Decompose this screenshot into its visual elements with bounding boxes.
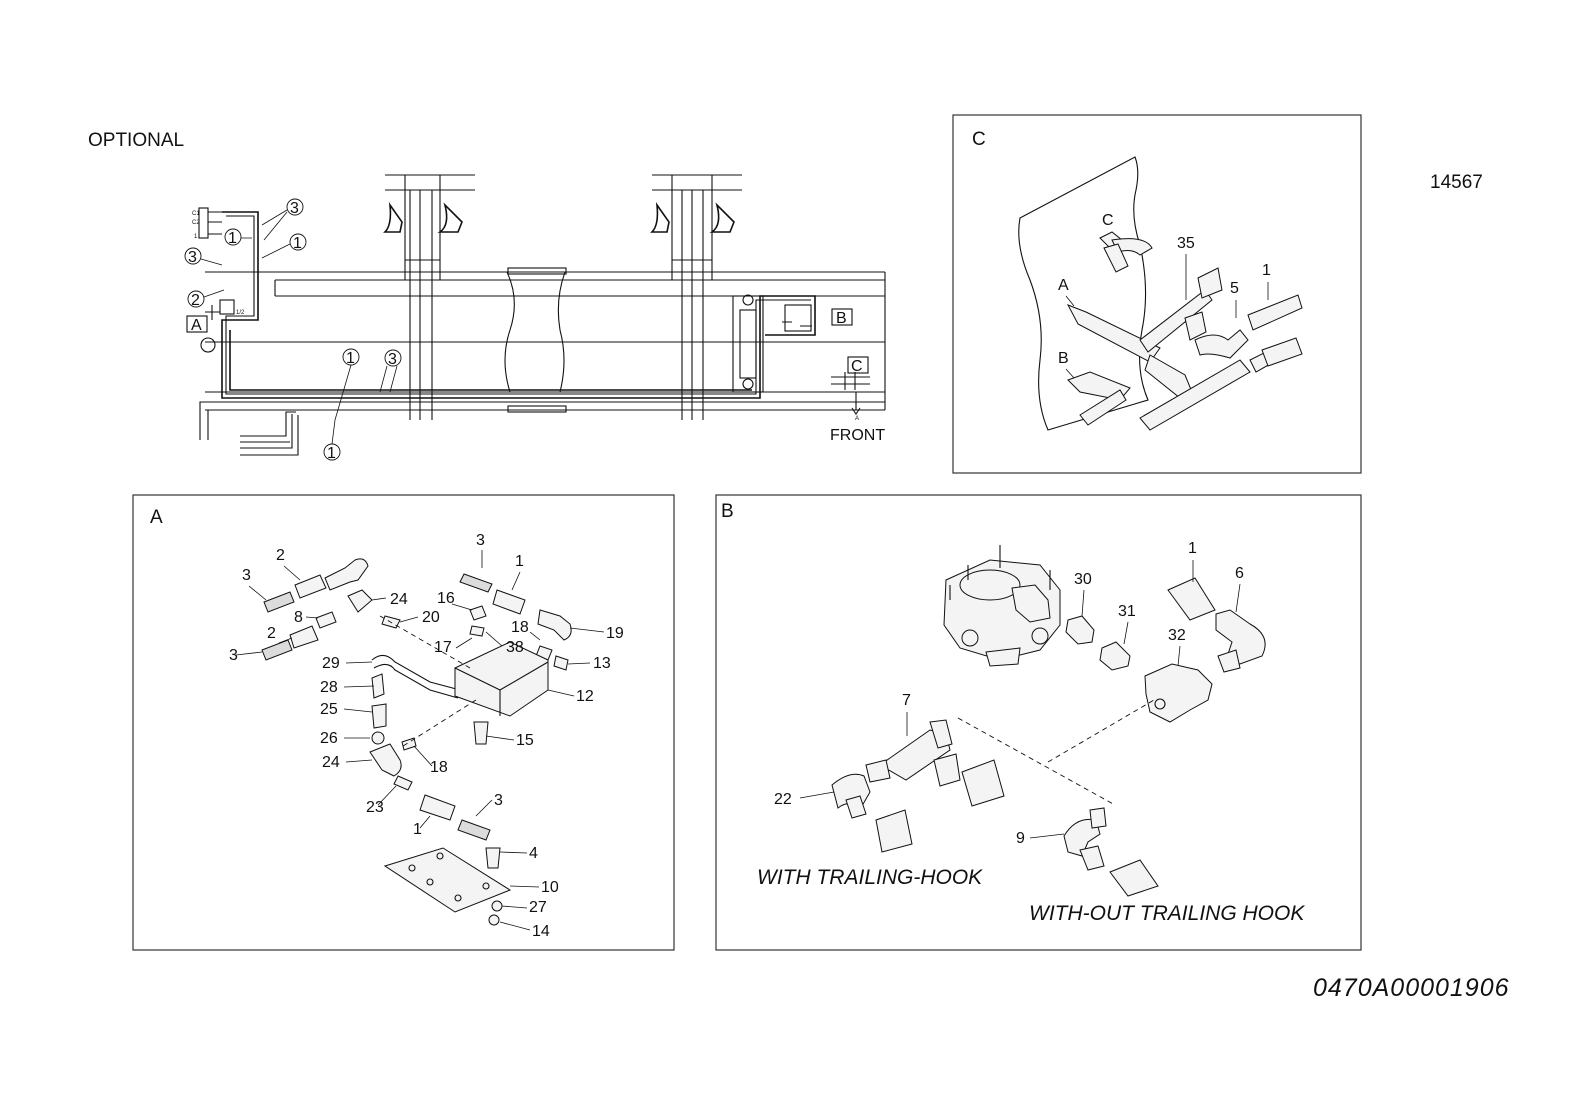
a-label-18a: 18 xyxy=(511,619,529,636)
b-label-31: 31 xyxy=(1118,603,1136,620)
panel-a-title: A xyxy=(150,507,163,528)
panel-c: C C 35 1 5 A B xyxy=(952,114,1362,474)
c-label-a: A xyxy=(1058,277,1069,294)
a-label-12: 12 xyxy=(576,688,594,705)
circle-1-bottom: 1 xyxy=(327,445,336,462)
a-label-3b: 3 xyxy=(229,647,238,664)
a-label-20: 20 xyxy=(422,609,440,626)
c-label-c: C xyxy=(1102,212,1114,229)
a-label-2b: 2 xyxy=(267,625,276,642)
a-label-8: 8 xyxy=(294,609,303,626)
a-label-15: 15 xyxy=(516,732,534,749)
a-label-2a: 2 xyxy=(276,547,285,564)
a-label-24b: 24 xyxy=(322,754,340,771)
a-label-3d: 3 xyxy=(494,792,503,809)
c-label-1: 1 xyxy=(1262,262,1271,279)
callout-c-box: C xyxy=(851,358,863,375)
a-label-38: 38 xyxy=(506,639,524,656)
a-label-14: 14 xyxy=(532,923,550,940)
svg-text:C2: C2 xyxy=(192,220,200,226)
a-label-17: 17 xyxy=(434,639,452,656)
panel-a: A xyxy=(132,494,675,951)
c-label-5: 5 xyxy=(1230,280,1239,297)
b-label-7: 7 xyxy=(902,692,911,709)
svg-text:A: A xyxy=(855,416,859,422)
chassis-overview: C1 C2 1 1/2 A FRONT A B C 3 1 1 3 2 1 3 xyxy=(184,174,886,462)
circle-3-top: 3 xyxy=(290,200,299,217)
circled-callouts: 3 1 1 3 2 1 3 1 xyxy=(184,198,402,462)
drawing-code: 0470A00001906 xyxy=(1313,974,1510,1002)
a-label-25: 25 xyxy=(320,701,338,718)
callout-b-box: B xyxy=(836,310,847,327)
reference-number: 14567 xyxy=(1430,172,1483,193)
circle-2: 2 xyxy=(191,292,200,309)
circle-3-mid: 3 xyxy=(388,351,397,368)
svg-text:C1: C1 xyxy=(192,211,200,217)
circle-1-mid: 1 xyxy=(346,350,355,367)
b-label-22: 22 xyxy=(774,791,792,808)
circle-3-left: 3 xyxy=(188,249,197,266)
without-trailing-hook-label: WITH-OUT TRAILING HOOK xyxy=(1029,902,1305,925)
a-label-1b: 1 xyxy=(413,821,422,838)
a-label-1a: 1 xyxy=(515,553,524,570)
svg-text:1: 1 xyxy=(194,234,198,240)
b-label-1: 1 xyxy=(1188,540,1197,557)
a-label-18b: 18 xyxy=(430,759,448,776)
panel-b-title: B xyxy=(721,501,734,522)
a-label-3a: 3 xyxy=(242,567,251,584)
with-trailing-hook-label: WITH TRAILING-HOOK xyxy=(757,866,983,889)
b-label-9: 9 xyxy=(1016,830,1025,847)
callout-a-box: A xyxy=(191,317,202,334)
a-label-19: 19 xyxy=(606,625,624,642)
springs xyxy=(261,573,493,841)
b-label-30: 30 xyxy=(1074,571,1092,588)
a-label-16: 16 xyxy=(437,590,455,607)
b-label-6: 6 xyxy=(1235,565,1244,582)
a-label-27: 27 xyxy=(529,899,547,916)
optional-label: OPTIONAL xyxy=(88,130,184,151)
circle-1-a: 1 xyxy=(228,230,237,247)
a-label-24a: 24 xyxy=(390,591,408,608)
a-label-13: 13 xyxy=(593,655,611,672)
a-label-26: 26 xyxy=(320,730,338,747)
a-label-3c: 3 xyxy=(476,532,485,549)
c-label-b: B xyxy=(1058,350,1069,367)
a-label-10: 10 xyxy=(541,879,559,896)
a-label-4: 4 xyxy=(529,845,538,862)
panel-c-title: C xyxy=(972,129,986,150)
a-label-29: 29 xyxy=(322,655,340,672)
c-label-35: 35 xyxy=(1177,235,1195,252)
circle-1-b: 1 xyxy=(293,235,302,252)
panel-b: B 30 31 32 1 6 xyxy=(715,494,1362,951)
b-label-32: 32 xyxy=(1168,627,1186,644)
a-label-28: 28 xyxy=(320,679,338,696)
svg-text:1/2: 1/2 xyxy=(236,310,245,316)
front-label: FRONT xyxy=(830,427,885,444)
